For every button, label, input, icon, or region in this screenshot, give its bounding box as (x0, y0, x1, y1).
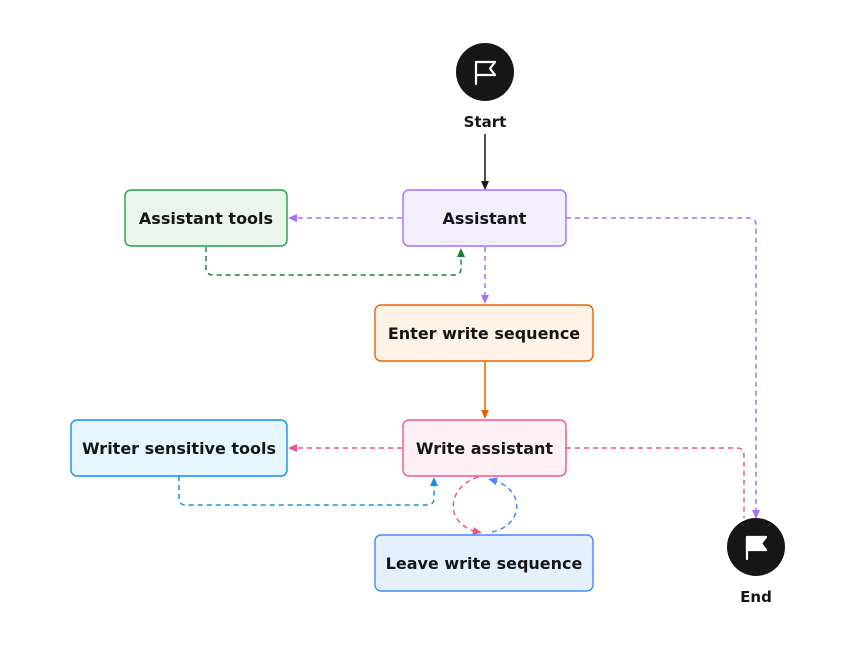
edge-assistant-to-end (566, 217, 760, 519)
node-writer-sensitive-tools-box (70, 419, 288, 477)
node-leave-write-sequence-label: Leave write sequence (386, 554, 583, 573)
edge-writer-sensitive-tools-to-write-assistant (178, 476, 438, 506)
node-leave-write-sequence-box (374, 534, 594, 592)
node-leave-write-sequence[interactable]: Leave write sequence (374, 534, 594, 592)
flag-icon (474, 60, 497, 86)
end-terminal: End (727, 518, 785, 606)
node-writer-sensitive-tools[interactable]: Writer sensitive tools (70, 419, 288, 477)
node-assistant-tools-label: Assistant tools (139, 209, 273, 228)
edge-write-assistant-to-leave-write-sequence (452, 476, 482, 535)
start-terminal: Start (456, 43, 514, 131)
node-assistant[interactable]: Assistant (402, 189, 567, 247)
node-assistant-tools-box (124, 189, 288, 247)
edge-write-assistant-to-end (566, 447, 745, 518)
node-write-assistant-box (402, 419, 567, 477)
flag-icon (745, 535, 768, 561)
edge-leave-write-sequence-to-write-assistant (488, 477, 518, 533)
node-enter-write-sequence-label: Enter write sequence (388, 324, 580, 343)
start-label: Start (464, 113, 507, 131)
node-write-assistant-label: Write assistant (416, 439, 554, 458)
end-label: End (740, 588, 772, 606)
node-enter-write-sequence[interactable]: Enter write sequence (374, 304, 594, 362)
node-assistant-tools[interactable]: Assistant tools (124, 189, 288, 247)
node-assistant-box (402, 189, 567, 247)
start-circle (456, 43, 514, 101)
edge-assistant-tools-to-assistant (205, 247, 465, 276)
node-enter-write-sequence-box (374, 304, 594, 362)
node-write-assistant[interactable]: Write assistant (402, 419, 567, 477)
node-writer-sensitive-tools-label: Writer sensitive tools (82, 439, 276, 458)
node-assistant-label: Assistant (443, 209, 527, 228)
